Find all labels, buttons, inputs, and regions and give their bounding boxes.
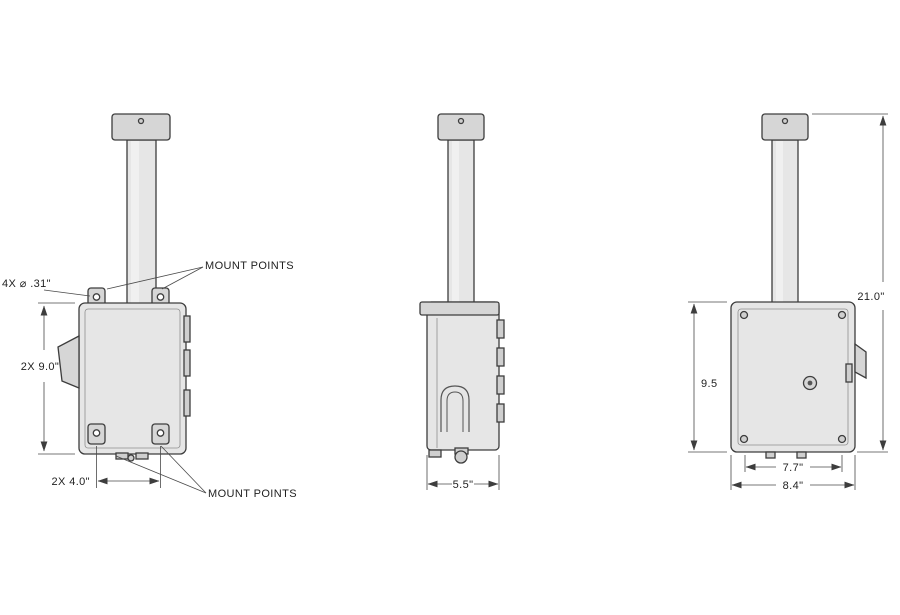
cap-bolt	[137, 117, 145, 125]
mount-hole	[92, 293, 101, 301]
back-dimensions: 9.5 21.0" 7.7" 8.4"	[688, 113, 888, 492]
hinge	[183, 389, 191, 417]
pole-highlight	[131, 141, 139, 303]
dim-front-hole-spacing: 2X 4.0"	[51, 446, 161, 488]
callout-mount-points-top: MOUNT POINTS	[106, 260, 294, 290]
pole-highlight	[452, 141, 459, 302]
hinge	[183, 349, 191, 377]
corner-screw	[739, 310, 749, 320]
leader-line	[115, 455, 207, 494]
bottom-knob	[127, 454, 135, 462]
handle-inner	[446, 391, 464, 432]
leader-line	[43, 289, 91, 297]
hinge-knuckle	[496, 375, 505, 395]
dim-label-box-height: 9.5	[701, 378, 718, 390]
cap-bolt	[457, 117, 465, 125]
leader-line	[106, 266, 204, 290]
dim-label-overall-width: 8.4"	[783, 480, 804, 492]
dim-back-inner-width: 7.7"	[744, 455, 843, 474]
foot	[428, 449, 442, 458]
pole-cap	[437, 113, 485, 141]
hole-callout-label: 4X ⌀ .31"	[2, 278, 51, 290]
front-dimensions: 2X 9.0" 2X 4.0" 4X ⌀ .31" MOUNT POINTS M…	[2, 260, 297, 500]
mount-tab-bottom-right	[151, 423, 170, 445]
caster-foot	[454, 450, 468, 464]
dim-back-box-height: 9.5	[688, 301, 727, 453]
dim-label-depth: 5.5"	[453, 479, 474, 491]
side-dimensions: 5.5"	[426, 455, 500, 491]
dim-overall-height: 21.0"	[812, 113, 888, 453]
handle-outer	[440, 385, 470, 432]
mount-points-top-label: MOUNT POINTS	[205, 260, 294, 272]
mount-hole	[156, 429, 165, 437]
hinge	[183, 315, 191, 343]
corner-screw	[739, 434, 749, 444]
dim-label-overall-height: 21.0"	[857, 291, 884, 303]
mount-tab-bottom-left	[87, 423, 106, 445]
foot	[796, 451, 807, 459]
foot	[765, 451, 776, 459]
corner-screw	[837, 434, 847, 444]
leader-line	[161, 266, 204, 290]
dim-side-depth: 5.5"	[426, 455, 500, 491]
dim-label-front-height: 2X 9.0"	[21, 361, 60, 373]
hinge-knuckle	[496, 403, 505, 423]
edge-latch	[845, 363, 853, 383]
pole-cap	[111, 113, 171, 141]
hinge-knuckle	[496, 347, 505, 367]
corner-screw	[837, 310, 847, 320]
pole	[447, 139, 475, 304]
dim-label-hole-spacing: 2X 4.0"	[51, 476, 90, 488]
dim-back-overall-width: 8.4"	[730, 455, 856, 492]
mount-hole	[156, 293, 165, 301]
dim-front-height: 2X 9.0"	[21, 302, 75, 455]
hinge-knuckle	[496, 319, 505, 339]
back-view	[730, 113, 867, 459]
callout-mount-points-bottom: MOUNT POINTS	[115, 445, 297, 500]
top-lip	[419, 301, 500, 316]
cap-bolt	[781, 117, 789, 125]
pole-highlight	[776, 141, 783, 302]
pole	[771, 139, 799, 304]
lock-knob-center	[807, 380, 813, 386]
leader-line	[160, 445, 207, 494]
side-chute-flap	[57, 334, 80, 389]
side-view	[419, 113, 505, 464]
mount-hole	[92, 429, 101, 437]
mount-points-bottom-label: MOUNT POINTS	[208, 488, 297, 500]
callout-mount-holes: 4X ⌀ .31"	[2, 278, 91, 297]
dim-label-inner-width: 7.7"	[783, 462, 804, 474]
front-panel-line	[84, 308, 181, 449]
enclosure-box-back	[730, 301, 856, 453]
side-chute-flap	[854, 342, 867, 380]
bottom-latch	[135, 452, 149, 460]
pole-cap	[761, 113, 809, 141]
front-view	[57, 113, 191, 462]
